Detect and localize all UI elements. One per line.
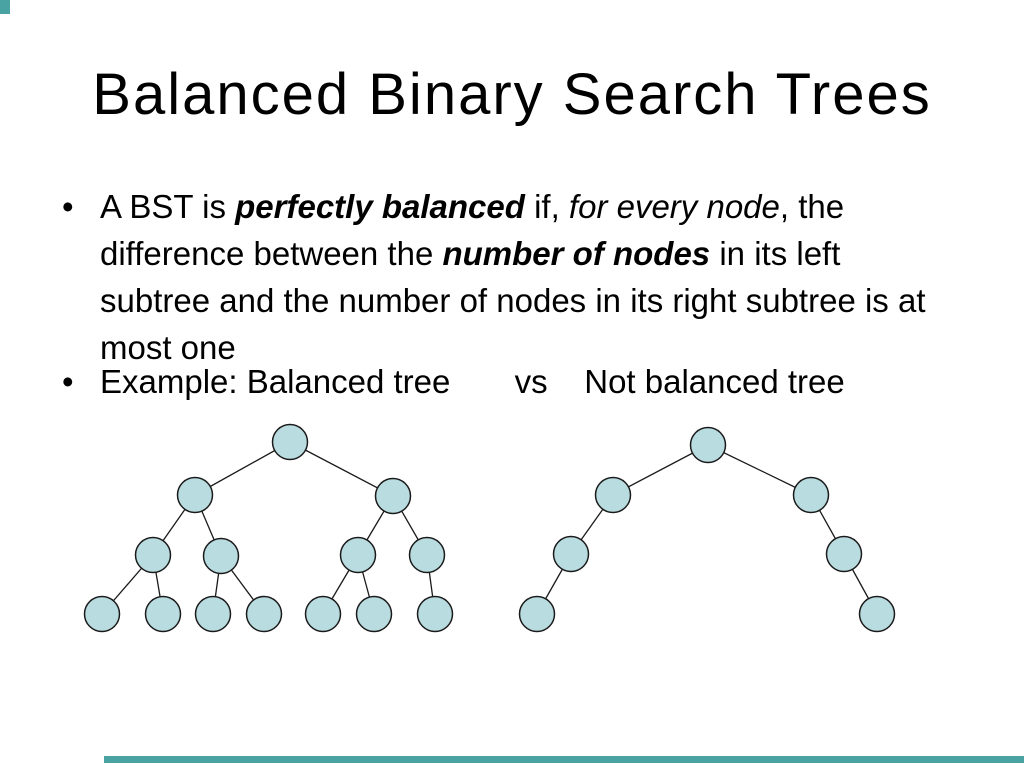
bottom-accent-bar xyxy=(104,756,1024,763)
text-run: if, xyxy=(524,188,569,225)
bullet-item-example: • Example: Balanced tree vs Not balanced… xyxy=(62,358,845,405)
text-run: in its left xyxy=(710,235,841,272)
tree-node xyxy=(339,536,377,574)
bullet-text-definition: A BST is perfectly balanced if, for ever… xyxy=(100,183,925,371)
top-left-accent-square xyxy=(0,0,10,14)
tree-node xyxy=(271,423,309,461)
bullet-dot: • xyxy=(62,188,74,225)
tree-node xyxy=(202,537,240,575)
text-run: difference between the xyxy=(100,235,443,272)
tree-node xyxy=(858,595,896,633)
tree-node xyxy=(792,476,830,514)
balanced-tree xyxy=(83,423,454,633)
tree-node xyxy=(304,595,342,633)
tree-node xyxy=(408,536,446,574)
text-run: , the xyxy=(779,188,845,225)
tree-node xyxy=(355,595,393,633)
tree-edge xyxy=(707,444,812,496)
bullet-text-example: Example: Balanced tree vs Not balanced t… xyxy=(100,358,845,405)
text-run: subtree and the number of nodes in its r… xyxy=(100,282,926,319)
tree-node xyxy=(416,595,454,633)
text-run: for every node xyxy=(568,188,780,225)
tree-node xyxy=(374,477,412,515)
text-run: perfectly balanced xyxy=(235,188,525,225)
bullet-item-definition: • A BST is perfectly balanced if, for ev… xyxy=(62,183,925,371)
text-run: most one xyxy=(100,329,236,366)
bullet-dot: • xyxy=(62,363,74,400)
text-run: Not balanced tree xyxy=(584,363,845,400)
tree-node xyxy=(552,535,590,573)
tree-node xyxy=(825,535,863,573)
tree-node xyxy=(245,595,283,633)
text-run: vs xyxy=(514,363,548,400)
text-run: number of nodes xyxy=(442,235,711,272)
tree-node xyxy=(518,595,556,633)
tree-node xyxy=(176,476,214,514)
tree-node xyxy=(689,426,727,464)
text-run: A BST is xyxy=(100,188,236,225)
tree-node xyxy=(83,595,121,633)
tree-node xyxy=(594,476,632,514)
tree-node xyxy=(144,595,182,633)
tree-node xyxy=(134,536,172,574)
not-balanced-tree xyxy=(518,426,896,633)
tree-edge xyxy=(289,441,394,497)
text-run: Example: Balanced tree xyxy=(100,363,451,400)
tree-node xyxy=(194,595,232,633)
slide-title: Balanced Binary Search Trees xyxy=(92,62,932,127)
